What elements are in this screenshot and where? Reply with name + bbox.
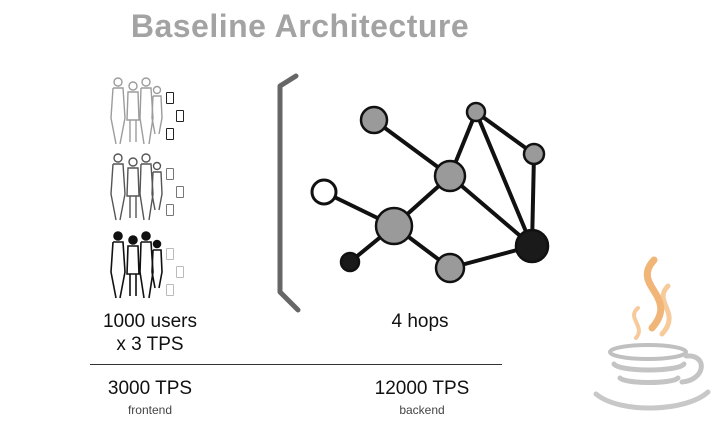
divider-line (90, 364, 502, 365)
graph-node (374, 206, 414, 246)
cup-icon (608, 343, 688, 361)
hops-label: 4 hops (391, 311, 449, 332)
graph-nodes (310, 101, 550, 284)
java-logo (593, 256, 711, 411)
bracket-icon (277, 73, 301, 313)
graph-node (359, 105, 389, 135)
graph-node (433, 159, 467, 193)
graph-node (465, 101, 487, 123)
family-icon (100, 74, 220, 146)
phone-icon (166, 248, 174, 260)
users-line-1: 1000 users (102, 311, 197, 332)
frontend-value: 3000 TPS (107, 378, 193, 399)
backend-value: 12000 TPS (374, 378, 470, 399)
users-label: 1000 users x 3 TPS (70, 310, 230, 356)
graph-node (339, 251, 361, 273)
family-icon (100, 228, 220, 300)
steam-icon (643, 256, 665, 332)
frontend-label: frontend (127, 403, 173, 417)
phone-icon (166, 128, 174, 140)
users-illustration (100, 68, 220, 308)
phone-icon (166, 168, 174, 180)
slide-title: Baseline Architecture (130, 8, 470, 44)
phone-icon (166, 204, 174, 216)
phone-icon (176, 266, 184, 278)
graph-node (514, 228, 550, 264)
phone-icon (176, 186, 184, 198)
graph-node (522, 142, 546, 166)
phone-icon (176, 110, 184, 122)
users-line-2: x 3 TPS (116, 334, 184, 355)
phone-icon (166, 92, 174, 104)
phone-icon (166, 284, 174, 296)
network-graph (310, 101, 550, 284)
graph-edges (322, 110, 536, 270)
family-icon (100, 150, 220, 222)
backend-label: backend (399, 403, 445, 417)
graph-node (434, 252, 466, 284)
graph-node (310, 178, 338, 206)
